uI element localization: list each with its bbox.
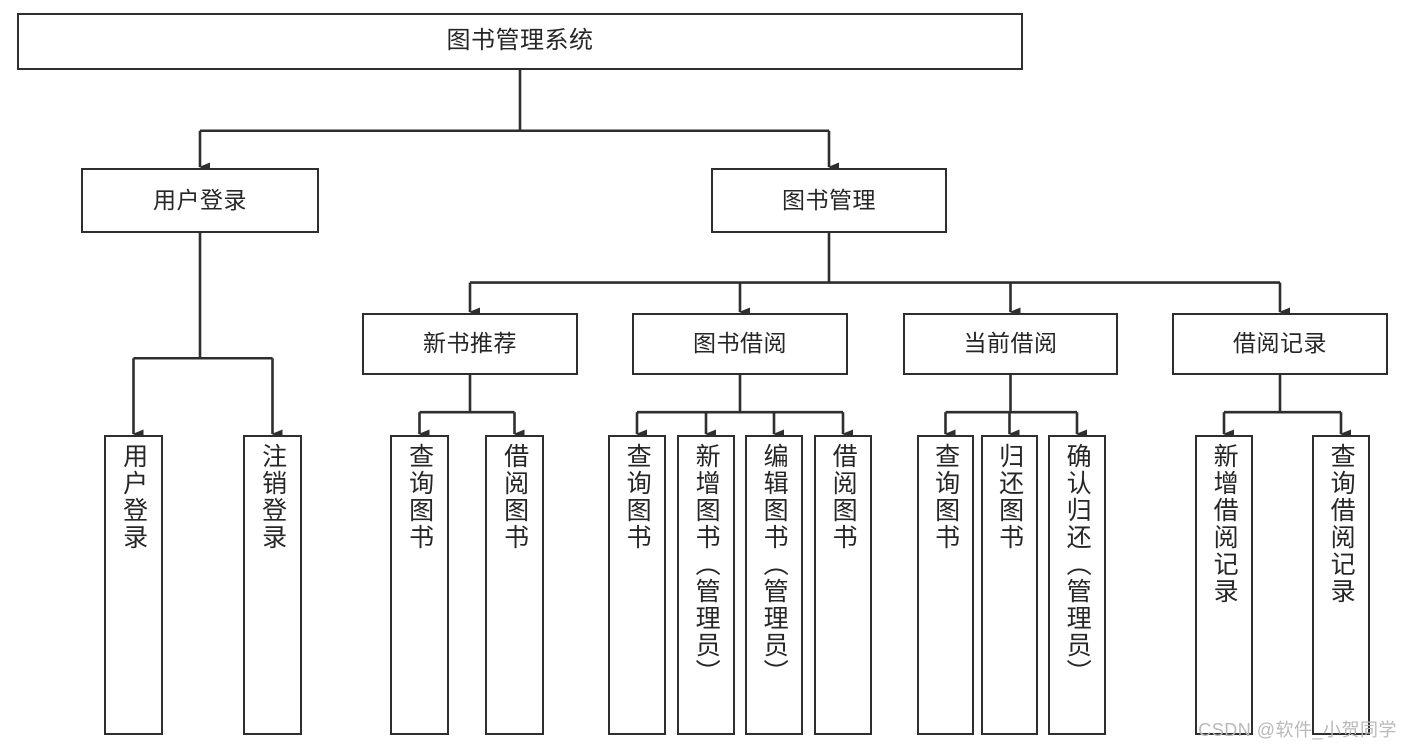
- csdn-watermark: CSDN @软件_小贺同学: [1198, 720, 1397, 740]
- node-label: 图书管理: [782, 186, 876, 213]
- node-leaf-return-book[interactable]: 归还图书: [981, 435, 1038, 735]
- node-leaf-edit-book[interactable]: 编辑图书（管理员）: [745, 435, 803, 735]
- node-book-borrow[interactable]: 图书借阅: [632, 313, 848, 375]
- node-new-book-rec[interactable]: 新书推荐: [362, 313, 578, 375]
- node-label: 图书管理系统: [446, 27, 594, 55]
- node-label: 注销登录: [258, 443, 287, 551]
- node-label: 查询图书: [623, 443, 652, 551]
- node-label: 确认归还（管理员）: [1063, 443, 1092, 686]
- node-leaf-query-book-borrow[interactable]: 查询图书: [608, 435, 666, 735]
- node-borrow-record[interactable]: 借阅记录: [1172, 313, 1388, 375]
- node-leaf-add-book[interactable]: 新增图书（管理员）: [677, 435, 735, 735]
- node-leaf-query-record[interactable]: 查询借阅记录: [1312, 435, 1370, 735]
- node-leaf-confirm-return[interactable]: 确认归还（管理员）: [1048, 435, 1106, 735]
- node-label: 借阅图书: [829, 443, 858, 551]
- node-label: 借阅记录: [1233, 330, 1327, 357]
- node-user-login[interactable]: 用户登录: [81, 168, 319, 233]
- node-label: 新书推荐: [423, 330, 517, 357]
- node-label: 新增借阅记录: [1210, 443, 1239, 605]
- node-label: 查询图书: [405, 443, 434, 551]
- node-leaf-query-book-cur[interactable]: 查询图书: [917, 435, 974, 735]
- node-label: 借阅图书: [500, 443, 529, 551]
- node-label: 用户登录: [153, 186, 247, 213]
- node-root-book-management-system[interactable]: 图书管理系统: [17, 13, 1023, 70]
- node-leaf-user-logout[interactable]: 注销登录: [243, 435, 302, 735]
- node-label: 查询借阅记录: [1327, 443, 1356, 605]
- node-leaf-borrow-book-rec[interactable]: 借阅图书: [485, 435, 544, 735]
- node-label: 查询图书: [931, 443, 960, 551]
- node-label: 新增图书（管理员）: [692, 443, 721, 686]
- node-leaf-borrow-book[interactable]: 借阅图书: [814, 435, 872, 735]
- node-label: 用户登录: [119, 443, 148, 551]
- node-label: 图书借阅: [693, 330, 787, 357]
- node-book-manage[interactable]: 图书管理: [711, 168, 947, 233]
- node-label: 归还图书: [995, 443, 1024, 551]
- node-label: 当前借阅: [963, 330, 1058, 357]
- node-leaf-query-book-rec[interactable]: 查询图书: [390, 435, 449, 735]
- node-leaf-user-login[interactable]: 用户登录: [104, 435, 163, 735]
- node-label: 编辑图书（管理员）: [760, 443, 789, 686]
- node-current-borrow[interactable]: 当前借阅: [903, 313, 1118, 375]
- node-leaf-add-record[interactable]: 新增借阅记录: [1195, 435, 1253, 735]
